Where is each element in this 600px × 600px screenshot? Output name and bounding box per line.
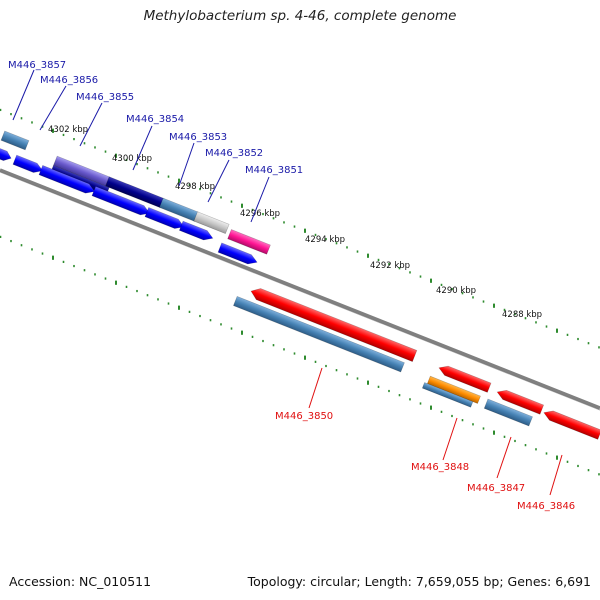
scale-label: 4298 kbp [175,182,215,192]
scale-label: 4288 kbp [502,310,542,320]
reverse-cds [438,365,492,393]
gene-label: M446_3848 [411,462,469,473]
forward-gene-labels: M446_3857 M446_3856 M446_3855 M446_3854 … [8,60,303,223]
pseudo-rrna-feature [227,229,271,255]
scale-ticks [0,108,600,476]
map-title: Methylobacterium sp. 4-46, complete geno… [143,8,457,24]
forward-cds [178,220,214,241]
reverse-cds [543,410,600,440]
reverse-cds [496,389,545,415]
gene-feature [421,382,474,408]
gene-label: M446_3847 [467,483,525,494]
scale-label: 4296 kbp [240,209,280,219]
scale-labels: 4302 kbp 4300 kbp 4298 kbp 4296 kbp 4294… [48,125,542,320]
gene-label: M446_3854 [126,114,184,125]
forward-cds [38,165,96,194]
accession-text: Accession: NC_010511 [9,574,152,589]
scale-label: 4294 kbp [305,235,345,245]
gene-label: M446_3856 [40,75,98,86]
genome-backbone [0,168,600,410]
scale-label: 4290 kbp [436,286,476,296]
forward-cds [0,146,12,161]
forward-cds [217,242,258,265]
gene-label: M446_3852 [205,148,263,159]
gene-label: M446_3850 [275,411,333,422]
gene-label: M446_3857 [8,60,66,71]
misc-feature [426,375,481,404]
gene-feature [0,130,30,151]
gene-label: M446_3855 [76,92,134,103]
forward-cds [144,207,185,229]
gene-label: M446_3846 [517,501,575,512]
genome-backbone-shadow [0,171,600,411]
gene-feature [483,398,533,427]
forward-cds [12,154,44,173]
gene-label: M446_3851 [245,165,303,176]
reverse-gene-labels: M446_3850 M446_3848 M446_3847 M446_3846 [275,367,575,512]
genome-summary-text: Topology: circular; Length: 7,659,055 bp… [247,574,591,589]
scale-label: 4302 kbp [48,125,88,135]
gene-feature [233,295,405,373]
gene-label: M446_3853 [169,132,227,143]
reverse-cds [250,288,418,362]
misc-feature [193,211,230,234]
scale-label: 4300 kbp [112,154,152,164]
feature-track [0,130,600,440]
scale-label: 4292 kbp [370,261,410,271]
forward-cds [91,186,151,216]
